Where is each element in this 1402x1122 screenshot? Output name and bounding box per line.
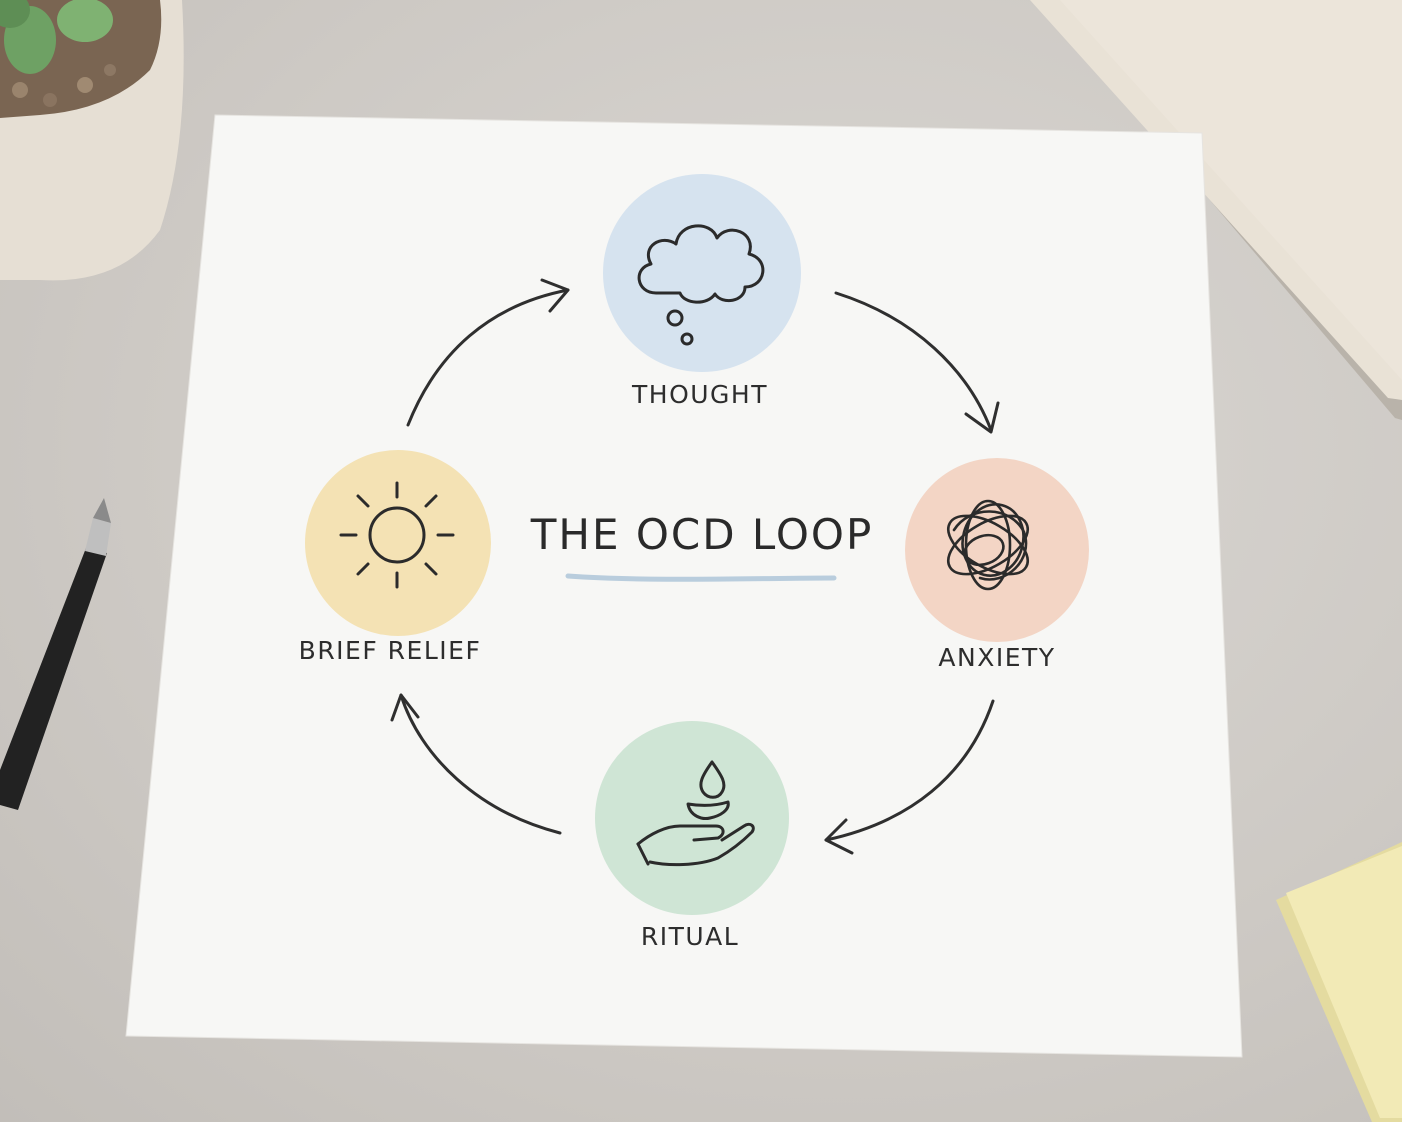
paper-sheet [125, 114, 1243, 1058]
thought-cloud-icon [637, 224, 765, 346]
notebook [1030, 0, 1402, 420]
node-label-thought: THOUGHT [632, 380, 768, 409]
arrow-relief-to-thought [406, 278, 570, 427]
arrow-anxiety-to-ritual [824, 699, 995, 855]
title-underline [565, 573, 837, 582]
sun-icon [339, 481, 455, 589]
diagram-title: THE OCD LOOP [530, 510, 874, 559]
pen [0, 498, 111, 810]
node-label-relief: BRIEF RELIEF [298, 636, 482, 665]
plant-pot [0, 0, 184, 281]
tangled-scribble-icon [947, 499, 1029, 591]
relief-node [305, 450, 491, 636]
hand-with-drop-icon [636, 760, 755, 867]
ritual-node [595, 721, 789, 915]
arrow-thought-to-anxiety [834, 291, 1000, 434]
anxiety-node [905, 458, 1089, 642]
node-label-ritual: RITUAL [640, 922, 740, 951]
thought-node [603, 174, 801, 372]
node-label-anxiety: ANXIETY [938, 643, 1056, 672]
sticky-note [1276, 842, 1402, 1122]
arrow-ritual-to-relief [390, 693, 562, 835]
